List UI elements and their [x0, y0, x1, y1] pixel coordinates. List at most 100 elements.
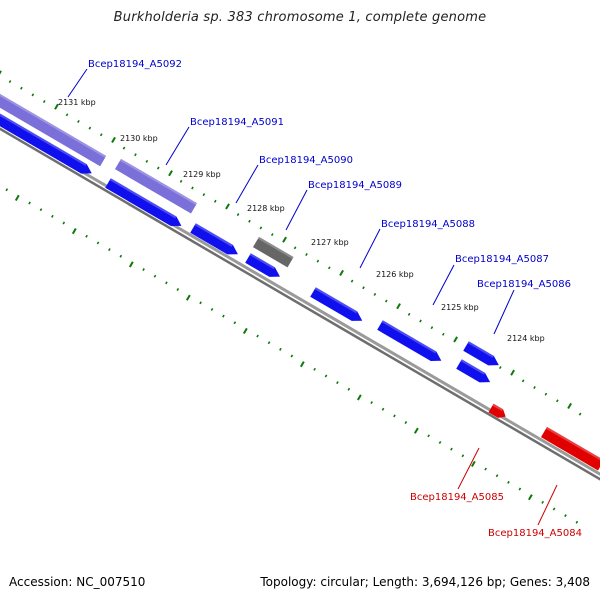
gene-leader-line [285, 189, 308, 231]
gene-leader-line [359, 228, 381, 269]
tick-mark [191, 186, 194, 190]
tick-mark [8, 80, 12, 84]
tick-mark [327, 266, 331, 270]
tick-mark [71, 228, 77, 235]
gene-feature [0, 112, 92, 174]
tick-mark [233, 321, 237, 325]
tick-mark [556, 399, 559, 403]
tick-marks-inner [5, 188, 579, 524]
gene-arrow-highlight [545, 426, 600, 462]
gene-arrow [488, 403, 506, 418]
gene-arrow [114, 158, 198, 214]
tick-mark [336, 381, 339, 385]
tick-mark [453, 336, 458, 343]
tick-mark [279, 347, 282, 351]
tick-mark [396, 303, 401, 310]
gene-leader-line [493, 289, 515, 335]
tick-mark [210, 307, 214, 311]
gene-arrow [105, 178, 182, 227]
gene-arrow [540, 426, 600, 471]
tick-mark [51, 214, 54, 218]
tick-mark [185, 294, 191, 301]
tick-mark [578, 412, 582, 416]
gene-arrow-highlight [249, 253, 275, 270]
tick-mark [393, 414, 396, 418]
tick-mark [145, 159, 149, 163]
tick-label: 2125 kbp [441, 303, 479, 312]
tick-mark [20, 86, 23, 90]
tick-mark [5, 188, 9, 192]
tick-label: 2124 kbp [507, 334, 545, 343]
tick-mark [339, 269, 344, 277]
tick-mark [282, 236, 287, 243]
gene-arrow [456, 359, 491, 383]
tick-mark [362, 286, 365, 290]
gene-leader-line [457, 447, 480, 490]
tick-label: 2127 kbp [311, 238, 349, 247]
tick-mark [179, 179, 183, 183]
tick-mark [350, 279, 354, 283]
gene-label: Bcep18194_A5084 [488, 528, 582, 539]
gene-feature [190, 223, 238, 255]
tick-mark [77, 119, 80, 123]
tick-mark [293, 246, 297, 250]
tick-mark [225, 203, 230, 210]
tick-mark [242, 327, 248, 335]
gene-leader-line [537, 484, 558, 526]
tick-mark [567, 402, 572, 410]
tick-mark [552, 507, 556, 511]
tick-mark [564, 514, 567, 518]
tick-mark [507, 480, 510, 484]
tick-mark [236, 213, 240, 217]
gene-arrow [377, 320, 442, 361]
tick-mark [134, 153, 137, 157]
gene-label: Bcep18194_A5088 [381, 219, 475, 230]
gene-arrow [0, 112, 92, 174]
tick-mark [259, 226, 263, 230]
tick-mark [438, 440, 442, 444]
tick-marks-outer [0, 70, 582, 416]
gene-label: Bcep18194_A5090 [259, 155, 353, 166]
tick-mark [413, 427, 419, 434]
tick-mark [176, 288, 180, 291]
gene-leader-line [67, 68, 88, 98]
tick-mark [0, 70, 2, 75]
gene-feature [456, 359, 491, 383]
gene-arrow [252, 236, 294, 268]
tick-label: 2128 kbp [247, 204, 285, 213]
gene-arrow-highlight [109, 178, 177, 219]
tick-mark [248, 219, 251, 223]
gene-feature [463, 341, 499, 366]
tick-mark [256, 334, 259, 338]
tick-mark [28, 201, 31, 205]
tick-mark [541, 500, 544, 504]
gene-arrow [463, 341, 499, 366]
tick-mark [168, 170, 173, 177]
gene-leader-line [235, 164, 259, 204]
tick-label: 2129 kbp [183, 170, 221, 179]
gene-arrow [310, 287, 363, 321]
gene-feature [105, 178, 182, 227]
tick-mark [39, 208, 43, 212]
tick-mark [85, 234, 88, 238]
tick-mark [324, 374, 328, 378]
tick-mark [450, 447, 453, 451]
tick-mark [484, 467, 487, 471]
tick-mark [165, 281, 168, 285]
gene-arrow [245, 253, 280, 277]
gene-arrow-highlight [0, 89, 107, 158]
tick-mark [153, 274, 157, 278]
tick-mark [521, 379, 525, 383]
gene-label: Bcep18194_A5086 [477, 279, 571, 290]
tick-mark [518, 487, 522, 491]
tick-mark [42, 100, 46, 104]
gene-arrow-highlight [314, 287, 358, 314]
map-title: Burkholderia sp. 383 chromosome 1, compl… [113, 10, 487, 25]
gene-feature [114, 158, 198, 214]
gene-leader-line [432, 264, 455, 306]
gene-arrow-highlight [194, 223, 233, 247]
tick-mark [384, 299, 388, 303]
gene-labels: Bcep18194_A5092Bcep18194_A5091Bcep18194_… [67, 59, 582, 539]
tick-mark [128, 261, 134, 268]
